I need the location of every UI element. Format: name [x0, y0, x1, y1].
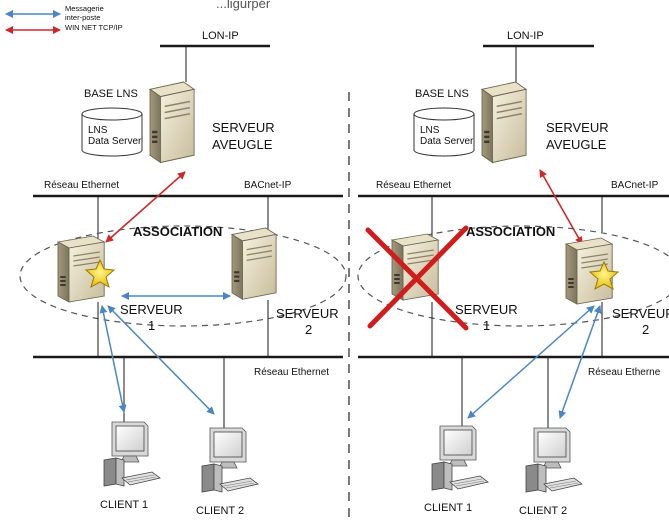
association-label: ASSOCIATION [133, 224, 222, 239]
blind-server-icon-right [481, 81, 527, 164]
cropped-header-text: ...ligurpér [216, 0, 271, 11]
client1-computer-icon [103, 421, 161, 487]
client2-computer-icon [201, 427, 259, 493]
bacnet-ip-label: BACnet-IP [244, 180, 292, 191]
reseau-ethernet-top-label: Réseau Ethernet [44, 180, 119, 191]
client2-label: CLIENT 2 [196, 505, 244, 517]
client2-label-right: CLIENT 2 [519, 505, 567, 517]
legend-messagerie: Messagerie [65, 4, 104, 13]
client1-computer-icon-right [431, 425, 489, 491]
lns-db-line1-right: LNS [420, 125, 440, 136]
association-label-right: ASSOCIATION [466, 224, 555, 239]
bacnet-ip-label-right: BACnet-IP [611, 180, 659, 191]
server2-line2: 2 [305, 322, 312, 337]
blind-server-line1: SERVEUR [212, 120, 275, 135]
failure-cross-icon [365, 225, 469, 331]
lon-ip-label-right: LON-IP [507, 30, 544, 42]
right-panel: LON-IP BASE LNS LNS Data Server SERVEUR … [357, 30, 669, 517]
left-panel: LON-IP BASE LNS LNS Data Server SERVEUR … [19, 30, 347, 517]
legend-inter-poste: inter-poste [65, 13, 100, 22]
lon-ip-label: LON-IP [202, 30, 239, 42]
server2-line1: SERVEUR [276, 306, 339, 321]
legend-tcpip: WIN NET TCP/IP [65, 23, 123, 32]
server1-line2-right: 1 [483, 318, 490, 333]
client2-computer-icon-right [525, 427, 583, 493]
server1-line1-right: SERVEUR [455, 302, 518, 317]
server1-line2: 1 [148, 318, 155, 333]
reseau-ethernet-bottom-label-right: Réseau Etherne [588, 367, 661, 378]
messaging-link-client1 [99, 305, 127, 413]
blind-server-icon [149, 81, 195, 164]
server2-line2-right: 2 [642, 322, 649, 337]
lns-db-line2: Data Server [88, 136, 142, 147]
lns-db-line1: LNS [88, 125, 108, 136]
client1-label-right: CLIENT 1 [424, 502, 472, 514]
blind-server-line2: AVEUGLE [212, 137, 273, 152]
legend: Messagerie inter-poste WIN NET TCP/IP [5, 4, 123, 34]
blind-server-line2-right: AVEUGLE [546, 137, 607, 152]
tcpip-link-right [539, 169, 583, 245]
server2-icon [231, 227, 277, 300]
lns-database-icon [81, 107, 143, 157]
base-lns-label: BASE LNS [84, 88, 138, 100]
lns-db-line2-right: Data Server [420, 136, 474, 147]
server2-line1-right: SERVEUR [612, 306, 669, 321]
reseau-ethernet-top-label-right: Réseau Ethernet [376, 180, 451, 191]
client1-label: CLIENT 1 [100, 499, 148, 511]
reseau-ethernet-bottom-label: Réseau Ethernet [254, 367, 329, 378]
blind-server-line1-right: SERVEUR [546, 120, 609, 135]
lns-database-icon-right [413, 107, 475, 157]
messaging-link-client2 [107, 305, 215, 415]
base-lns-label-right: BASE LNS [415, 88, 469, 100]
messaging-link-client2-right [558, 305, 602, 419]
server1-line1: SERVEUR [120, 302, 183, 317]
